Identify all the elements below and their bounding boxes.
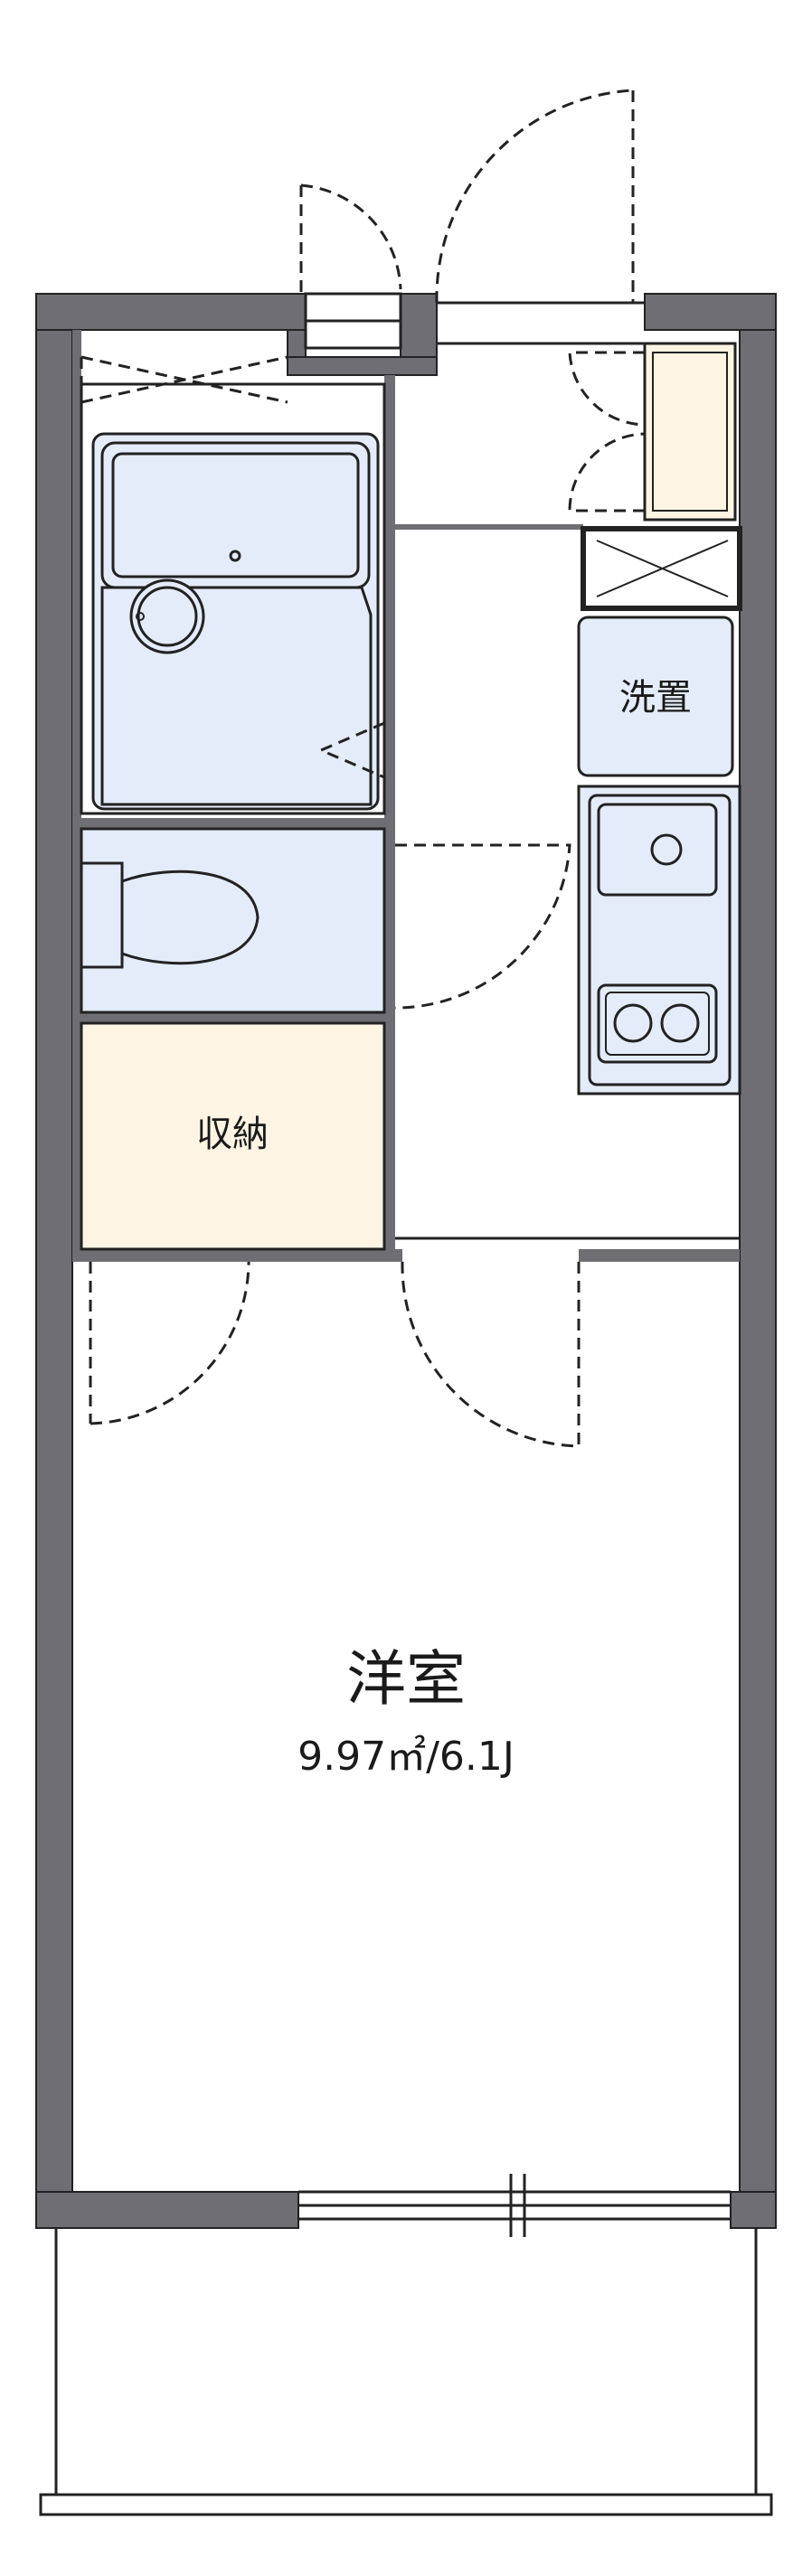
western-room-label: 洋室: [346, 1644, 466, 1714]
laundry-label: 洗置: [619, 677, 692, 719]
balcony: [39, 2228, 773, 2516]
western-room-area: 9.97㎡/6.1J: [297, 1734, 515, 1780]
shoe-cabinet: [568, 342, 737, 522]
outer-walls: [35, 293, 777, 2229]
storage-room: 収納: [80, 1021, 386, 1251]
sliding-door-icon: [298, 2174, 731, 2237]
bathtub-icon: [100, 441, 371, 589]
storage-label: 収納: [196, 1114, 269, 1155]
kitchen: [395, 785, 741, 1240]
laundry-area: 洗置: [577, 526, 742, 777]
toilet-room: [80, 827, 571, 1014]
swing-door-icon: [89, 1261, 581, 1448]
toilet-icon: [80, 861, 260, 969]
shoe-cabinet-icon: [568, 351, 646, 512]
stove-icon: [597, 983, 718, 1064]
kitchen-sink-icon: [597, 803, 718, 897]
western-room: 洋室 9.97㎡/6.1J: [297, 1644, 515, 1780]
washbasin-icon: [100, 578, 373, 806]
interior-walls: [72, 330, 740, 1262]
entrance: [299, 89, 645, 350]
bathroom: [80, 355, 386, 815]
